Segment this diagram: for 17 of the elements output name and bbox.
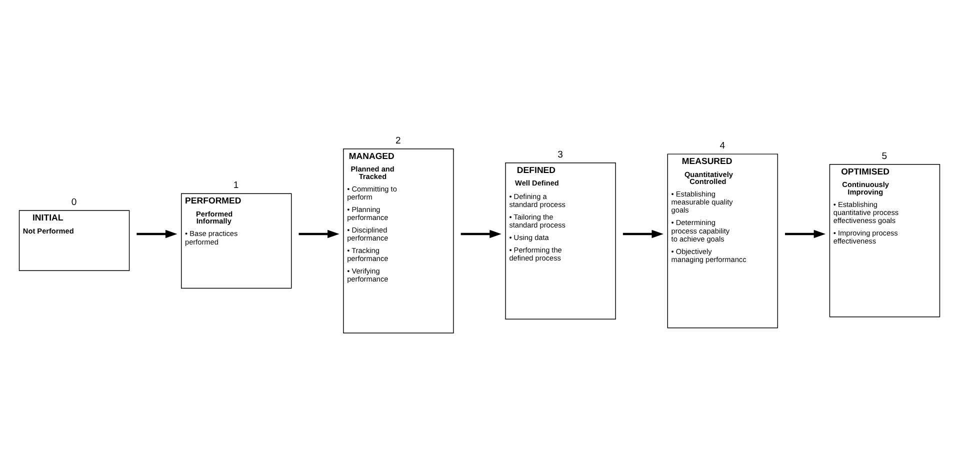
node-box: OPTIMISED Continuously Improving • Establishing quantitative process effectiveness goals • Improving process effectiveness [828, 164, 940, 318]
node-label: 3 [557, 149, 562, 160]
node-label: 5 [881, 150, 887, 162]
arrow [136, 230, 177, 238]
node-box: MEASURED Quantitatively Controlled • Establishing measurable quality goals • Determining process capability to achieve goals • Objectively managing performancc [666, 154, 778, 328]
arrow [784, 230, 826, 238]
node-label: 4 [719, 140, 724, 152]
node-box: PERFORMED Performed Informally • Base practices performed [180, 193, 292, 289]
node-box: DEFINED Well Defined • Defining a standard process • Tailoring the standard process • Using data • Performing the defined process [504, 162, 616, 320]
node-box: MANAGED Planned and Tracked • Committing to perform • Planning performance • Disciplined performance • Tracking performance • Verifying performance [342, 148, 454, 334]
node-label: 0 [70, 196, 76, 208]
node-box: INITIAL Not Performed [18, 210, 130, 272]
arrow [460, 230, 501, 238]
arrow [298, 230, 339, 238]
node-label: 1 [232, 180, 238, 192]
node-label: 2 [395, 135, 400, 146]
arrow [622, 230, 663, 238]
